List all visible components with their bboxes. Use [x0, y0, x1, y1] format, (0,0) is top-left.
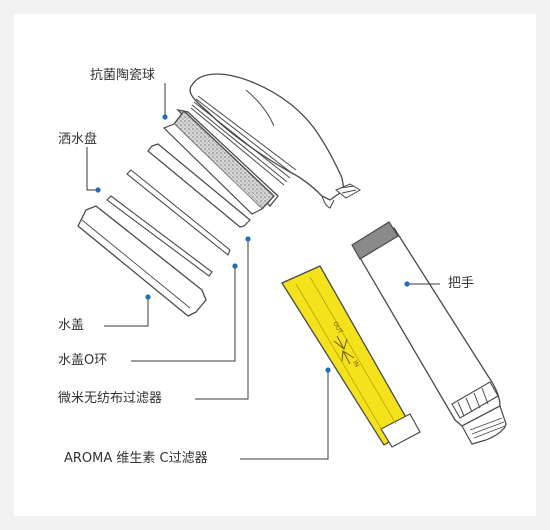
label-water-tray: 洒水盘	[58, 132, 98, 147]
label-handle: 把手	[448, 276, 475, 291]
label-nonwoven-filter: 微米无纺布过滤器	[58, 391, 163, 406]
dot-aroma	[325, 367, 331, 373]
dot-tray	[95, 187, 101, 193]
micron-nonwoven-filter-plate	[147, 143, 251, 228]
label-water-cover: 水盖	[58, 318, 85, 333]
leader-dots	[95, 114, 410, 373]
handle-part	[351, 221, 507, 445]
label-ceramic-balls: 抗菌陶瓷球	[90, 68, 156, 83]
dot-cover	[145, 294, 151, 300]
label-aroma-filter: AROMA 维生素 C过滤器	[64, 451, 208, 466]
dot-nonwoven	[245, 236, 251, 242]
o-ring-part	[126, 169, 231, 256]
aroma-cartridge	[281, 265, 421, 448]
leader-line-nonwoven	[195, 240, 249, 400]
shower-head-body	[189, 73, 361, 209]
water-cover-plate	[77, 205, 207, 317]
leader-line-oring	[131, 267, 236, 362]
water-tray-ring-part	[106, 195, 213, 277]
dot-handle	[404, 281, 410, 287]
label-cover-oring: 水盖O环	[58, 353, 108, 368]
dot-oring	[232, 263, 238, 269]
cartridge-in-text: IN	[351, 360, 360, 369]
leader-line-tray	[86, 147, 97, 191]
leader-line-aroma	[240, 371, 329, 460]
dot-ceramic	[162, 114, 168, 120]
ceramic-ball-tray	[162, 108, 279, 215]
leader-lines	[86, 83, 440, 460]
leader-line-cover	[104, 298, 149, 327]
